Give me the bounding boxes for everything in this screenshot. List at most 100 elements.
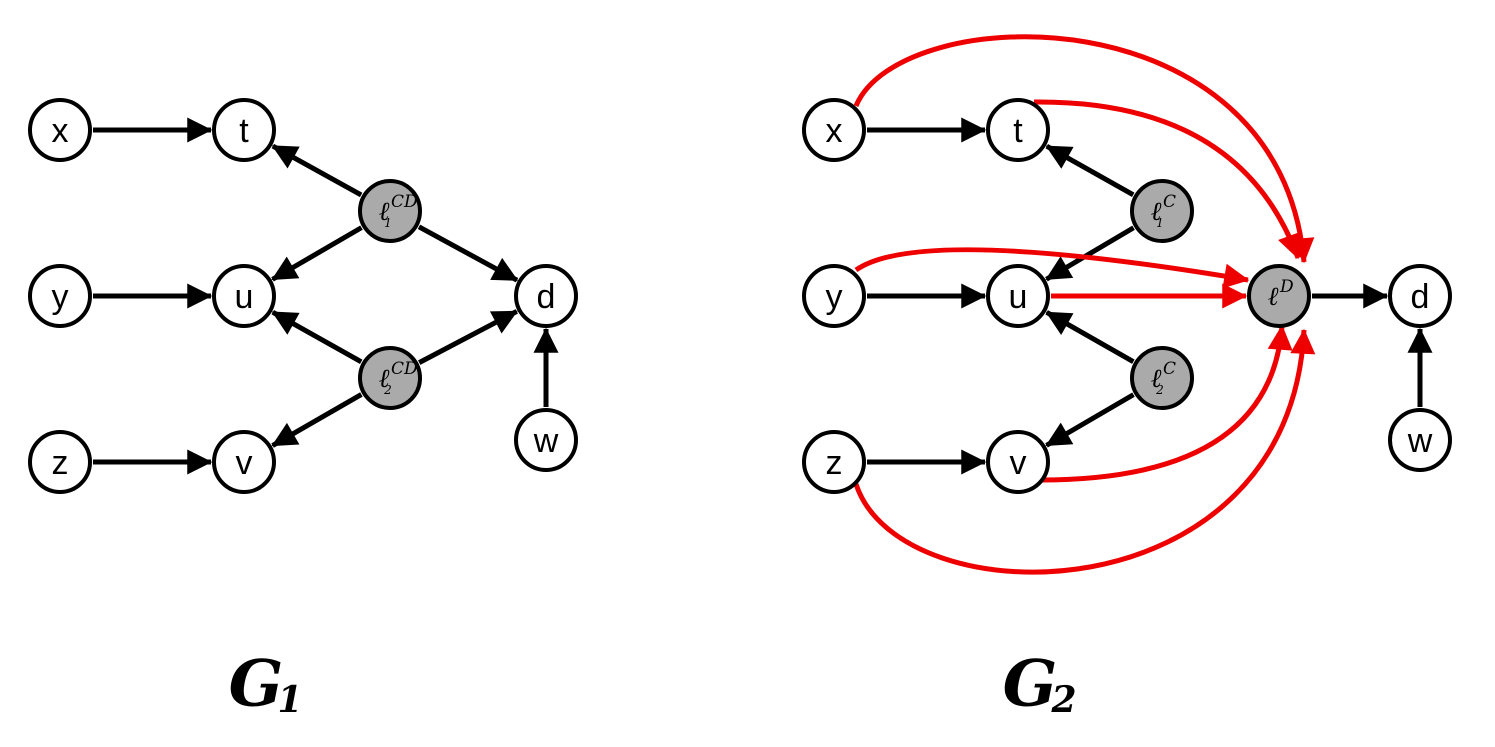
- node-d: d: [1388, 264, 1452, 328]
- node-l2: ℓ2 C: [1130, 346, 1194, 410]
- edge-l2-to-u: [1045, 310, 1135, 364]
- node-lD-label: ℓ: [1268, 282, 1279, 312]
- node-lD-circle: [1247, 264, 1311, 328]
- edge-l2-to-u: [271, 309, 363, 365]
- node-t: t: [212, 98, 276, 162]
- node-u: u: [986, 264, 1050, 328]
- node-v-label: v: [236, 444, 253, 482]
- node-t-label: t: [1013, 112, 1023, 150]
- node-u-circle: [986, 264, 1050, 328]
- edge-x-to-lD: [853, 34, 1315, 264]
- node-z-label: z: [52, 444, 69, 482]
- edge-z-to-lD: [853, 328, 1316, 575]
- node-x-label: x: [52, 112, 69, 150]
- node-l2: ℓ2 CD: [358, 346, 422, 410]
- edge-y-to-lD: [854, 247, 1250, 289]
- node-l1-subscript: 1: [1156, 216, 1164, 230]
- node-z-circle: [802, 430, 866, 494]
- node-w: w: [514, 408, 578, 472]
- node-w: w: [1388, 408, 1452, 472]
- node-l1-label: ℓ: [1151, 197, 1162, 227]
- node-u: u: [212, 264, 276, 328]
- node-v-circle: [212, 430, 276, 494]
- edge-l1-to-t: [271, 143, 363, 198]
- node-y: y: [28, 264, 92, 328]
- node-l2-subscript: 2: [383, 383, 392, 397]
- edge-l2-to-d: [418, 309, 518, 365]
- edge-l1-to-u: [1045, 225, 1135, 282]
- node-l1: ℓ1 CD: [358, 179, 422, 243]
- node-u-label: u: [235, 278, 254, 316]
- node-l1-circle: [358, 179, 422, 243]
- node-l1-superscript: C: [1163, 192, 1176, 212]
- node-v: v: [212, 430, 276, 494]
- node-x-circle: [802, 98, 866, 162]
- edge-l1-to-u: [271, 225, 363, 282]
- node-t-circle: [986, 98, 1050, 162]
- node-v-label: v: [1010, 444, 1027, 482]
- node-lD-superscript: D: [1279, 277, 1294, 297]
- node-l2-label: ℓ: [1151, 364, 1162, 394]
- node-t-circle: [212, 98, 276, 162]
- node-d-label: d: [1411, 278, 1430, 316]
- graph-2-caption-subscript: 2: [1050, 679, 1076, 721]
- node-y-label: y: [52, 278, 69, 316]
- node-l2-superscript: CD: [391, 359, 418, 379]
- node-w-label: w: [533, 422, 559, 460]
- edge-l1-to-d: [417, 224, 519, 283]
- node-z: z: [802, 430, 866, 494]
- graph-1-caption-letter: G: [229, 647, 284, 722]
- node-l2-circle: [1130, 346, 1194, 410]
- node-w-circle: [1388, 408, 1452, 472]
- graph-1-caption-subscript: 1: [277, 679, 302, 721]
- node-x: x: [28, 98, 92, 162]
- node-l2-circle: [358, 346, 422, 410]
- node-x: x: [802, 98, 866, 162]
- node-d-label: d: [537, 278, 556, 316]
- node-y-label: y: [826, 278, 843, 316]
- node-x-label: x: [826, 112, 843, 150]
- graph-2-caption-letter: G: [1003, 647, 1058, 722]
- node-y: y: [802, 264, 866, 328]
- node-l1-superscript: CD: [391, 192, 418, 212]
- node-d: d: [514, 264, 578, 328]
- node-t: t: [986, 98, 1050, 162]
- graph-2-caption: G 2: [1003, 647, 1077, 722]
- node-l2-label: ℓ: [379, 364, 390, 394]
- node-d-circle: [514, 264, 578, 328]
- node-z-label: z: [826, 444, 843, 482]
- edge-layer: [853, 34, 1433, 575]
- node-u-circle: [212, 264, 276, 328]
- node-z: z: [28, 430, 92, 494]
- node-v: v: [986, 430, 1050, 494]
- node-y-circle: [802, 264, 866, 328]
- edge-l2-to-v: [1045, 392, 1135, 448]
- graph-1-caption: G 1: [229, 647, 303, 722]
- node-t-label: t: [239, 112, 249, 150]
- node-l2-subscript: 2: [1155, 383, 1164, 397]
- edge-t-to-lD: [1033, 99, 1302, 260]
- node-w-circle: [514, 408, 578, 472]
- node-d-circle: [1388, 264, 1452, 328]
- edge-l2-to-v: [271, 392, 363, 448]
- node-y-circle: [28, 264, 92, 328]
- node-l2-superscript: C: [1163, 359, 1176, 379]
- edge-layer: [93, 117, 559, 475]
- node-u-label: u: [1009, 278, 1028, 316]
- edge-v-to-lD: [1039, 324, 1293, 483]
- node-l1-circle: [1130, 179, 1194, 243]
- edge-l1-to-t: [1045, 143, 1135, 198]
- node-z-circle: [28, 430, 92, 494]
- node-v-circle: [986, 430, 1050, 494]
- node-l1-subscript: 1: [384, 216, 392, 230]
- node-x-circle: [28, 98, 92, 162]
- node-l1: ℓ1 C: [1130, 179, 1194, 243]
- node-l1-label: ℓ: [379, 197, 390, 227]
- node-w-label: w: [1407, 422, 1433, 460]
